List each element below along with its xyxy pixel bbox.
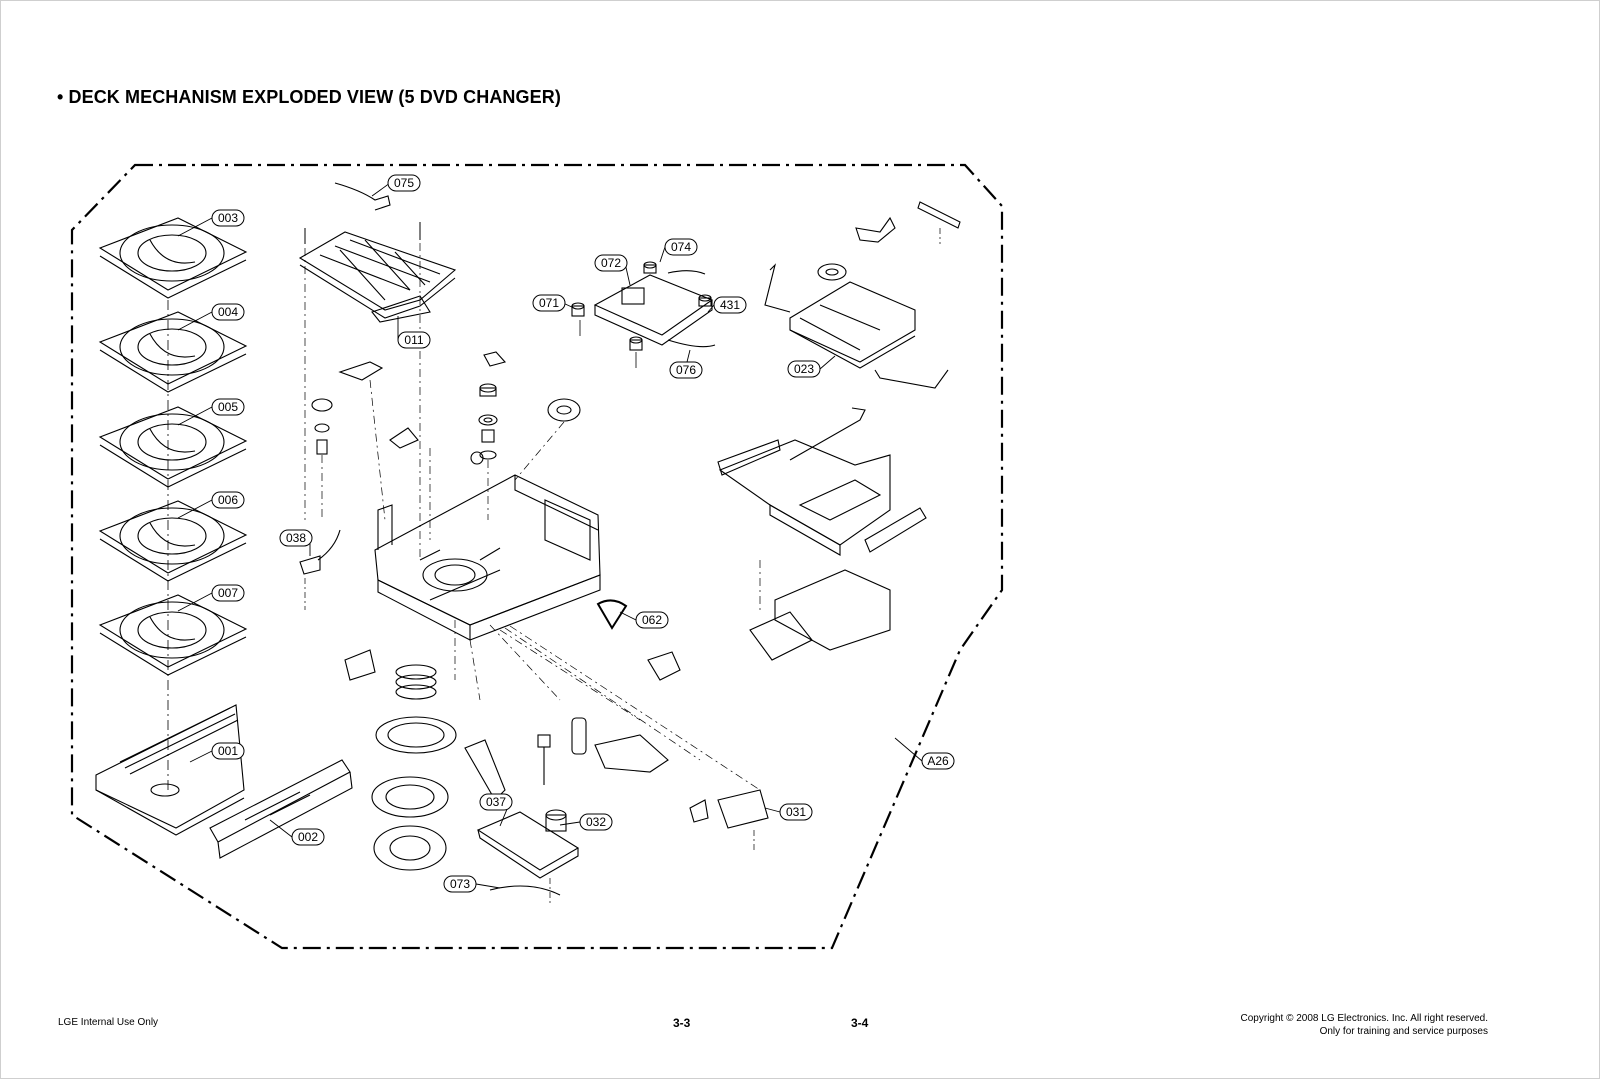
- callout-004: [211, 303, 245, 321]
- sensor-bracket: [299, 529, 341, 610]
- part-label: 076: [676, 363, 696, 377]
- callout-074: [664, 238, 698, 256]
- right-frame: [717, 407, 927, 661]
- part-label: 038: [286, 531, 306, 545]
- callout-032: [579, 813, 613, 831]
- part-label: 071: [539, 296, 559, 310]
- main-chassis: [374, 474, 601, 641]
- callout-003: [211, 209, 245, 227]
- callout-006: [211, 491, 245, 509]
- disc-tray: [98, 500, 248, 582]
- part-label: 011: [404, 333, 423, 347]
- part-label: 002: [298, 830, 318, 844]
- part-label: 031: [786, 805, 806, 819]
- disc-tray: [98, 594, 248, 676]
- leader-lines: [177, 182, 923, 889]
- optical-pickup: [571, 261, 716, 368]
- callout-005: [211, 398, 245, 416]
- part-label: A26: [927, 754, 949, 768]
- callout-A26: [921, 752, 955, 770]
- base-tray: [95, 704, 245, 836]
- part-label: 003: [218, 211, 238, 225]
- callout-075: [387, 174, 421, 192]
- lower-discs: [344, 649, 457, 871]
- part-label: 023: [794, 362, 814, 376]
- callout-037: [479, 793, 513, 811]
- part-label: 004: [218, 305, 238, 319]
- disc-tray: [98, 311, 248, 393]
- disc-tray: [98, 217, 248, 299]
- footer-copyright: Copyright © 2008 LG Electronics. Inc. Al…: [1241, 1012, 1488, 1038]
- part-label: 006: [218, 493, 238, 507]
- disc-tray: [98, 406, 248, 488]
- footer-internal-use: LGE Internal Use Only: [58, 1017, 159, 1028]
- callout-431: [713, 296, 747, 314]
- page-number-left: 3-3: [673, 1016, 691, 1030]
- part-label: 074: [671, 240, 691, 254]
- callout-texts: 003 004 005 006 007 001 002 075 011 038 …: [218, 176, 949, 891]
- page-number-right: 3-4: [851, 1016, 869, 1030]
- callout-002: [291, 828, 325, 846]
- callout-023: [787, 360, 821, 378]
- callout-001: [211, 742, 245, 760]
- part-label: 075: [394, 176, 414, 190]
- callout-011: [397, 331, 431, 349]
- part-label: 062: [642, 613, 662, 627]
- page-title: • DECK MECHANISM EXPLODED VIEW (5 DVD CH…: [57, 87, 561, 107]
- callout-076: [669, 361, 703, 379]
- guide-lines: [321, 379, 761, 791]
- part-label: 005: [218, 400, 238, 414]
- training-notice: Only for training and service purposes: [1319, 1026, 1488, 1037]
- part-label: 001: [218, 744, 238, 758]
- motor-board: [476, 809, 580, 905]
- callout-007: [211, 584, 245, 602]
- ribbon-cable: [334, 182, 391, 211]
- drive-belt: [596, 599, 628, 630]
- right-top-mechanism: [764, 201, 961, 389]
- callout-031: [779, 803, 813, 821]
- callout-062: [635, 611, 669, 629]
- part-label: 007: [218, 586, 238, 600]
- central-gears: [311, 351, 581, 465]
- callout-073: [443, 875, 477, 893]
- screw-markers: [304, 222, 421, 560]
- part-label: 431: [720, 298, 740, 312]
- part-label: 072: [601, 256, 621, 270]
- callout-072: [594, 254, 628, 272]
- lower-parts: [464, 651, 769, 852]
- part-label: 073: [450, 877, 470, 891]
- disc-tray-stack: [98, 217, 248, 790]
- callouts: [211, 174, 955, 893]
- part-label: 032: [586, 815, 606, 829]
- slide-rail: [209, 759, 353, 859]
- top-plate: [298, 231, 457, 323]
- part-label: 037: [486, 795, 506, 809]
- callout-071: [532, 294, 566, 312]
- callout-038: [279, 529, 313, 547]
- copyright-line: Copyright © 2008 LG Electronics. Inc. Al…: [1240, 1013, 1488, 1024]
